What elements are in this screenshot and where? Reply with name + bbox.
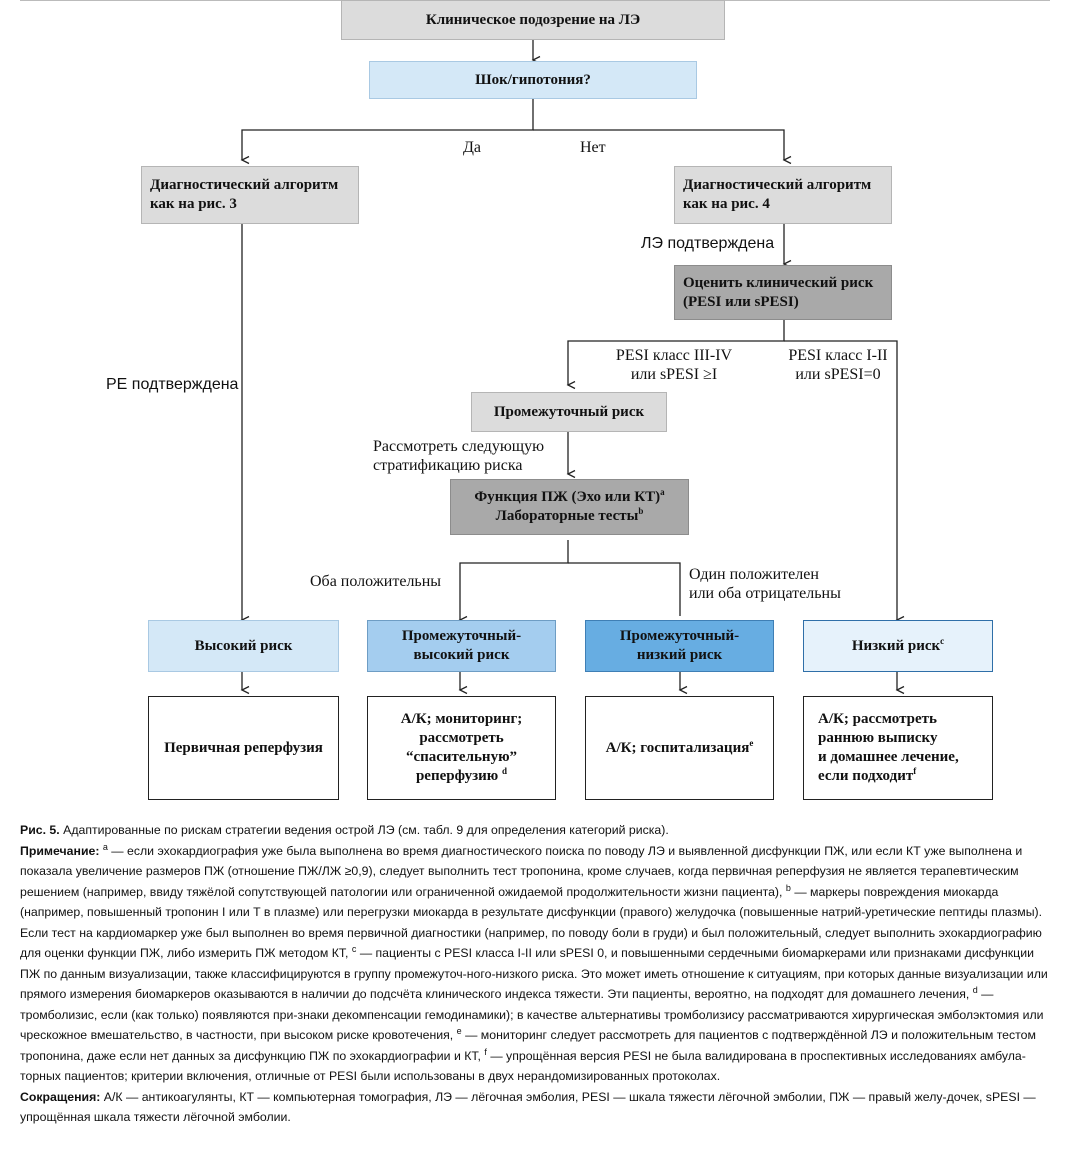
flowchart: Клиническое подозрение на ЛЭ Шок/гипотон… bbox=[106, 0, 993, 800]
node-ih-line1: Промежуточный- bbox=[401, 628, 522, 644]
node-ih-action-line1: А/К; мониторинг; bbox=[400, 711, 523, 727]
note-sup-e: e bbox=[456, 1025, 462, 1036]
sup-a: a bbox=[660, 487, 665, 497]
label-both-positive: Оба положительны bbox=[310, 573, 442, 590]
label-pesi-low-line1: PESI класс I-II bbox=[788, 347, 888, 364]
note-b: — маркеры повреждения миокарда (например… bbox=[20, 884, 1043, 961]
node-clinical-suspicion-text: Клиническое подозрение на ЛЭ bbox=[425, 11, 641, 28]
node-intermediate-risk-text: Промежуточный риск bbox=[493, 403, 645, 420]
note-sup-c: c bbox=[351, 943, 357, 954]
note-d: — тромболизис, если (как только) появляю… bbox=[20, 987, 1044, 1042]
node-low-action-line1: А/К; рассмотреть bbox=[818, 711, 937, 727]
label-yes: Да bbox=[463, 139, 482, 156]
node-algorithm-fig3-line2: как на рис. 3 bbox=[150, 196, 237, 212]
label-pesi-low-line2: или sPESI=0 bbox=[795, 366, 881, 383]
node-assess-line1: Оценить клинический риск bbox=[683, 274, 874, 291]
figure-caption: Рис. 5. Адаптированные по рискам стратег… bbox=[20, 820, 1050, 1128]
node-algorithm-fig3-line1: Диагностический алгоритм bbox=[150, 177, 339, 193]
node-primary-reperfusion: Первичная реперфузия bbox=[148, 696, 339, 800]
caption-notes: Примечание: a — если эхокардиография уже… bbox=[20, 841, 1050, 1087]
node-high-risk: Высокий риск bbox=[148, 620, 339, 672]
sup-e: e bbox=[749, 737, 754, 748]
node-ih-action-line2: рассмотреть bbox=[419, 730, 504, 746]
node-il-action-text: А/К; госпитализация bbox=[605, 739, 750, 756]
node-rv-line1: Функция ПЖ (Эхо или КТ) bbox=[474, 489, 661, 505]
node-rv-function-lab: Функция ПЖ (Эхо или КТ)a Лабораторные те… bbox=[450, 479, 689, 535]
node-assess-line2: (PESI или sPESI) bbox=[683, 293, 799, 310]
note-sup-b: b bbox=[785, 882, 791, 893]
sup-d: d bbox=[502, 766, 508, 776]
label-pesi-high-line2: или sPESI ≥I bbox=[630, 366, 718, 383]
label-consider-stratification: Рассмотреть следующую стратификацию риск… bbox=[373, 437, 544, 475]
label-pesi-high-line1: PESI класс III-IV bbox=[615, 347, 733, 364]
label-pe-confirmed-right: ЛЭ подтверждена bbox=[641, 235, 775, 252]
node-ih-action-line3: “спасительную” bbox=[405, 749, 518, 765]
caption-abbr-label: Сокращения: bbox=[20, 1089, 101, 1104]
note-sup-f: f bbox=[484, 1046, 487, 1057]
node-low-action-line4: если подходит bbox=[818, 768, 914, 784]
node-low-risk-text: Низкий риск bbox=[851, 637, 941, 654]
node-intermediate-risk: Промежуточный риск bbox=[471, 392, 667, 432]
node-ih-action: А/К; мониторинг; рассмотреть “спасительн… bbox=[367, 696, 556, 800]
line-one-positive bbox=[568, 562, 681, 616]
label-one-positive-line2: или оба отрицательны bbox=[689, 585, 841, 602]
node-il-line2: низкий риск bbox=[636, 647, 723, 663]
note-sup-a: a bbox=[102, 841, 108, 852]
note-e: — мониторинг следует рассмотреть для пац… bbox=[20, 1028, 1036, 1063]
caption-abbr-text: А/К — антикоагулянты, КТ — компьютерная … bbox=[20, 1089, 1036, 1125]
caption-title: Рис. 5. Адаптированные по рискам стратег… bbox=[20, 820, 1050, 841]
node-low-action-line2: раннюю выписку bbox=[818, 730, 938, 746]
label-consider-line1: Рассмотреть следующую bbox=[373, 438, 545, 455]
label-consider-line2: стратификацию риска bbox=[373, 457, 523, 474]
node-high-risk-text: Высокий риск bbox=[194, 637, 293, 654]
note-c: — пациенты с PESI класса I-II или sPESI … bbox=[20, 946, 1048, 1001]
arrow-pesi-high bbox=[566, 320, 785, 390]
label-pesi-low: PESI класс I-II или sPESI=0 bbox=[776, 346, 900, 384]
node-intermediate-low-risk: Промежуточный- низкий риск bbox=[585, 620, 774, 672]
node-intermediate-high-risk: Промежуточный- высокий риск bbox=[367, 620, 556, 672]
sup-b: b bbox=[638, 506, 644, 516]
connector-lines bbox=[240, 40, 905, 695]
label-pesi-high: PESI класс III-IV или sPESI ≥I bbox=[606, 346, 742, 384]
node-ih-line2: высокий риск bbox=[413, 647, 510, 663]
caption-abbreviations: Сокращения: А/К — антикоагулянты, КТ — к… bbox=[20, 1087, 1050, 1128]
arrow-both-positive bbox=[458, 540, 569, 625]
sup-c: c bbox=[940, 635, 945, 646]
node-low-risk: Низкий рискc bbox=[803, 620, 993, 672]
node-ih-action-line4: реперфузию bbox=[415, 768, 499, 784]
node-algorithm-fig3: Диагностический алгоритм как на рис. 3 bbox=[141, 166, 359, 224]
note-sup-d: d bbox=[972, 984, 978, 995]
node-il-line1: Промежуточный- bbox=[619, 628, 740, 644]
node-clinical-suspicion: Клиническое подозрение на ЛЭ bbox=[341, 0, 725, 40]
arrow-yes bbox=[240, 99, 534, 165]
node-assess-clinical-risk: Оценить клинический риск (PESI или sPESI… bbox=[674, 265, 892, 320]
node-shock-question: Шок/гипотония? bbox=[369, 61, 697, 99]
caption-fig-text: Адаптированные по рискам стратегии веден… bbox=[63, 823, 669, 837]
label-no: Нет bbox=[580, 139, 606, 156]
node-low-action-line3: и домашнее лечение, bbox=[818, 749, 959, 765]
caption-fig-label: Рис. 5. bbox=[20, 823, 60, 837]
label-pe-confirmed-left: PE подтверждена bbox=[106, 376, 239, 393]
node-algorithm-fig4: Диагностический алгоритм как на рис. 4 bbox=[674, 166, 892, 224]
node-algorithm-fig4-line1: Диагностический алгоритм bbox=[683, 177, 872, 193]
label-one-positive: Один положителен или оба отрицательны bbox=[689, 565, 841, 603]
note-f: — упрощённая версия PESI не была валидир… bbox=[20, 1048, 1026, 1084]
note-a: — если эхокардиография уже была выполнен… bbox=[20, 843, 1023, 899]
label-one-positive-line1: Один положителен bbox=[689, 566, 819, 583]
caption-note-label: Примечание: bbox=[20, 843, 100, 858]
node-primary-reperfusion-text: Первичная реперфузия bbox=[164, 739, 323, 756]
node-il-action: А/К; госпитализацияe bbox=[585, 696, 774, 800]
arrow-pesi-low bbox=[784, 340, 905, 625]
node-rv-line2: Лабораторные тесты bbox=[495, 508, 639, 524]
node-shock-question-text: Шок/гипотония? bbox=[475, 71, 591, 88]
node-algorithm-fig4-line2: как на рис. 4 bbox=[683, 196, 770, 212]
arrow-no bbox=[533, 129, 792, 165]
node-low-action: А/К; рассмотреть раннюю выписку и домашн… bbox=[803, 696, 993, 800]
sup-f: f bbox=[913, 766, 917, 776]
